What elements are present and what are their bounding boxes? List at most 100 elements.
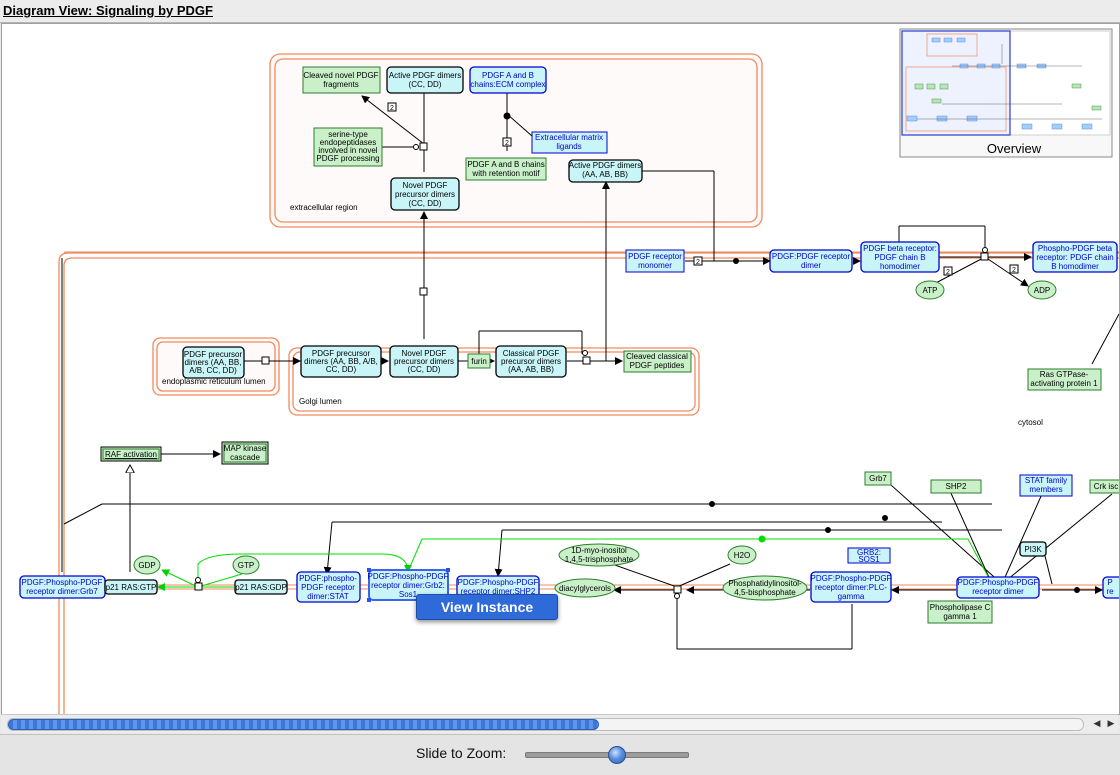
svg-text:Active PDGF dimers(CC, DD): Active PDGF dimers(CC, DD) <box>389 71 461 89</box>
label-er: endoplasmic reticulum lumen <box>162 377 266 386</box>
node-gtp[interactable]: GTP <box>232 555 260 575</box>
node-shp2[interactable]: SHP2 <box>930 479 982 494</box>
view-instance-menu-item[interactable]: View Instance <box>416 594 558 620</box>
node-crk[interactable]: Crk isc <box>1089 479 1119 494</box>
svg-text:PI3K: PI3K <box>1024 545 1042 554</box>
node-diacylglycerols[interactable]: diacylglycerols <box>554 578 616 598</box>
node-pip2[interactable]: Phosphatidylinositol-4,5-bisphosphate <box>722 575 808 601</box>
node-pi3k[interactable]: PI3K <box>1019 541 1047 557</box>
svg-text:diacylglycerols: diacylglycerols <box>559 584 611 593</box>
compartment-golgi <box>288 347 700 416</box>
svg-text:2: 2 <box>946 269 950 276</box>
node-adp[interactable]: ADP <box>1027 280 1057 300</box>
node-ras-gap[interactable]: Ras GTPase-activating protein 1 <box>1027 368 1102 391</box>
diagram-canvas[interactable]: extracellular region endoplasmic reticul… <box>1 23 1120 715</box>
reaction-junctions <box>194 112 1080 599</box>
svg-text:H2O: H2O <box>734 551 750 560</box>
scroll-thumb[interactable] <box>8 719 599 730</box>
stoichiometry-badges: 2 2 2 2 2 <box>387 102 1019 276</box>
node-gdp[interactable]: GDP <box>133 555 161 575</box>
node-furin[interactable]: furin <box>467 353 491 369</box>
label-extracellular: extracellular region <box>290 203 358 212</box>
node-ras-gtp[interactable]: p21 RAS:GTP <box>104 579 158 595</box>
overview-panel[interactable]: Overview <box>899 28 1113 158</box>
scroll-right-icon[interactable]: ▶ <box>1107 718 1115 728</box>
node-active-pdgf-cc-dd[interactable]: Active PDGF dimers(CC, DD) <box>386 66 464 94</box>
svg-text:p21 RAS:GDP: p21 RAS:GDP <box>235 583 287 592</box>
svg-text:2: 2 <box>505 140 509 147</box>
svg-text:GTP: GTP <box>238 561 254 570</box>
overview-label: Overview <box>987 141 1042 156</box>
node-grb7[interactable]: Grb7 <box>864 471 892 486</box>
node-atp[interactable]: ATP <box>915 280 945 300</box>
svg-text:Ras GTPase-activating protein: Ras GTPase-activating protein 1 <box>1030 370 1098 388</box>
node-grb2-sos1[interactable]: GRB2:SOS1 <box>847 547 891 564</box>
svg-text:ADP: ADP <box>1034 286 1050 295</box>
svg-text:Grb7: Grb7 <box>869 474 887 483</box>
node-raf-activation[interactable]: RAF activation <box>100 446 162 462</box>
svg-text:SHP2: SHP2 <box>946 482 967 491</box>
scroll-track[interactable] <box>7 718 1084 731</box>
pathway-diagram[interactable]: extracellular region endoplasmic reticul… <box>2 24 1119 714</box>
label-cytosol: cytosol <box>1018 418 1043 427</box>
overview-viewport[interactable] <box>901 30 1011 136</box>
scroll-left-icon[interactable]: ◀ <box>1093 718 1101 728</box>
label-golgi: Golgi lumen <box>299 397 342 406</box>
node-ras-gdp[interactable]: p21 RAS:GDP <box>234 579 288 595</box>
svg-text:2: 2 <box>390 105 394 112</box>
zoom-slider[interactable] <box>525 746 689 764</box>
membrane-band <box>64 251 1119 590</box>
window-title: Diagram View: Signaling by PDGF <box>3 3 213 18</box>
svg-text:GRB2:SOS1: GRB2:SOS1 <box>857 548 881 564</box>
window-titlebar: Diagram View: Signaling by PDGF <box>0 0 1120 23</box>
svg-text:2: 2 <box>1012 267 1016 274</box>
node-active-pdgf-aa-ab-bb[interactable]: Active PDGF dimers(AA, AB, BB) <box>568 159 643 183</box>
zoom-slider-knob[interactable] <box>608 746 626 764</box>
svg-text:2: 2 <box>696 259 700 266</box>
svg-text:Phosphatidylinositol-4,5-bisph: Phosphatidylinositol-4,5-bisphosphate <box>728 579 802 597</box>
horizontal-scrollbar[interactable]: ◀ ▶ <box>1 714 1118 733</box>
node-h2o[interactable]: H2O <box>727 545 757 565</box>
svg-text:Pre: Pre <box>1106 578 1114 596</box>
